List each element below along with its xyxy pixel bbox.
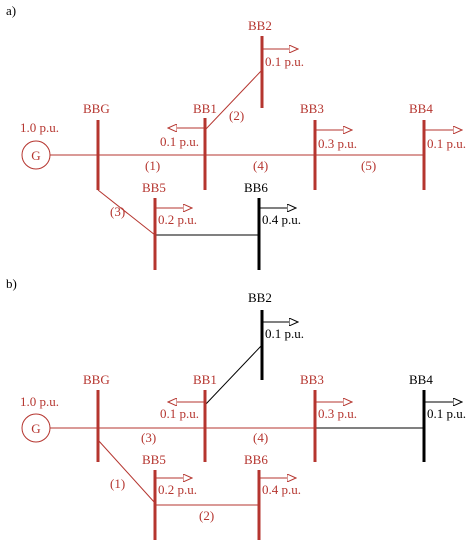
bus-label-bb3-b: BB3 (300, 372, 324, 387)
load-value-bb2-b: 0.1 p.u. (265, 326, 304, 341)
line-number-1-b: (1) (110, 476, 125, 491)
bus-label-bb2-b: BB2 (248, 290, 272, 305)
load-value-bb1: 0.1 p.u. (160, 134, 199, 149)
line-number-5: (5) (361, 158, 376, 173)
line-number-1: (1) (145, 158, 160, 173)
bus-label-bb4-b: BB4 (409, 372, 433, 387)
bus-label-bb1-b: BB1 (193, 372, 217, 387)
load-value-bb3: 0.3 p.u. (318, 136, 357, 151)
line-2-a (204, 69, 263, 131)
line-3-a (97, 189, 156, 236)
load-value-bb4-b: 0.1 p.u. (427, 406, 466, 421)
line-number-2-b: (2) (199, 508, 214, 523)
load-value-bb5: 0.2 p.u. (158, 212, 197, 227)
panel-b-label: b) (6, 276, 17, 291)
line-number-3-b: (3) (141, 430, 156, 445)
bus-label-bb3: BB3 (300, 101, 324, 116)
bus-label-bb5: BB5 (142, 180, 166, 195)
bus-label-bb4: BB4 (409, 101, 433, 116)
bus-label-bbg-b: BBG (83, 372, 110, 387)
load-value-bb3-b: 0.3 p.u. (318, 406, 357, 421)
bus-label-bb2: BB2 (248, 18, 272, 33)
line-number-2: (2) (229, 108, 244, 123)
load-value-bb5-b: 0.2 p.u. (158, 482, 197, 497)
bus-label-bb1: BB1 (193, 101, 217, 116)
line-1-b (97, 439, 156, 504)
bus-label-bbg: BBG (83, 101, 110, 116)
load-value-bb1-b: 0.1 p.u. (160, 406, 199, 421)
line-number-4-b: (4) (253, 430, 268, 445)
line-number-3: (3) (110, 204, 125, 219)
generator-icon-b (21, 413, 51, 443)
load-value-bb6: 0.4 p.u. (262, 212, 301, 227)
bus-label-bb6: BB6 (244, 180, 268, 195)
diagram-b: b) G 1.0 p.u. BBG BB1 BB2 BB3 BB4 BB5 BB… (6, 276, 466, 540)
load-value-bb2: 0.1 p.u. (265, 54, 304, 69)
bus-label-bb5-b: BB5 (142, 452, 166, 467)
load-value-bb6-b: 0.4 p.u. (262, 482, 301, 497)
generator-icon (21, 140, 51, 170)
panel-a-label: a) (6, 3, 16, 18)
bus-label-bb6-b: BB6 (244, 452, 268, 467)
generator-power: 1.0 p.u. (20, 120, 59, 135)
generator-symbol: G (31, 148, 40, 163)
generator-symbol-b: G (31, 421, 40, 436)
line-bb1-bb2-b (204, 344, 263, 406)
diagram-a: a) G 1.0 p.u. BBG BB1 BB2 BB3 BB4 BB5 BB… (6, 3, 466, 270)
load-value-bb4: 0.1 p.u. (427, 136, 466, 151)
generator-power-b: 1.0 p.u. (20, 394, 59, 409)
line-number-4: (4) (253, 158, 268, 173)
